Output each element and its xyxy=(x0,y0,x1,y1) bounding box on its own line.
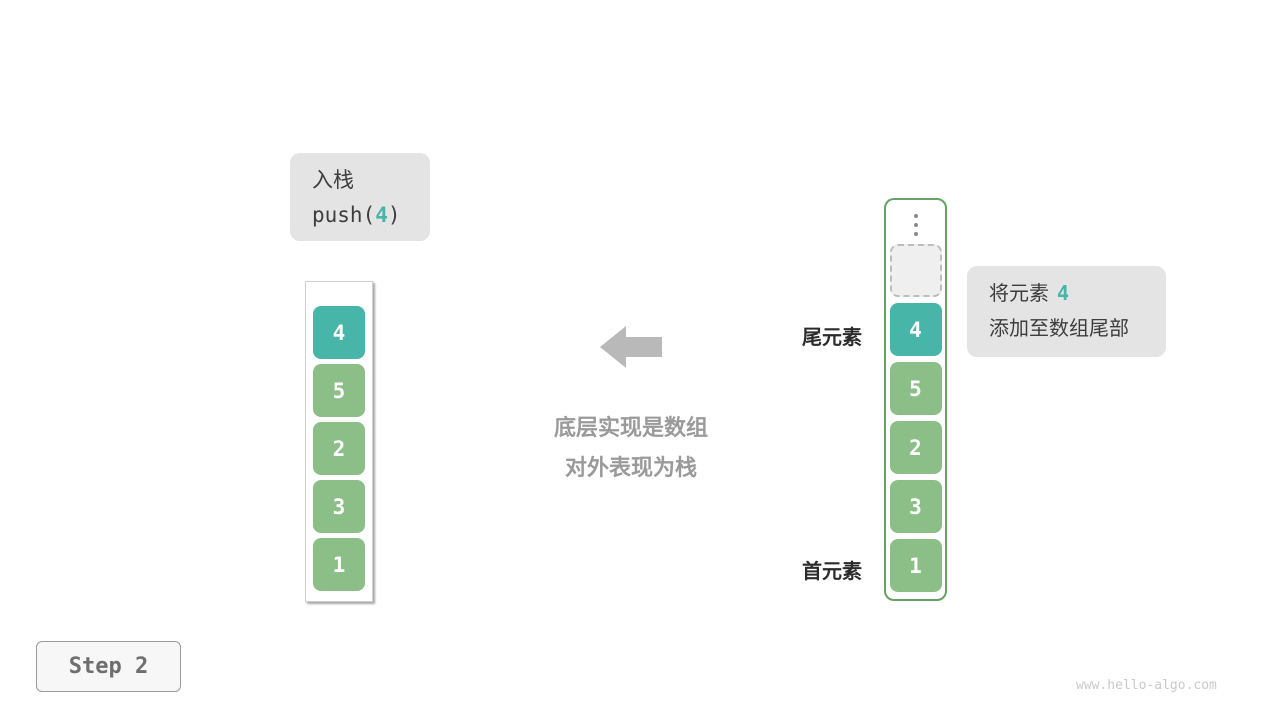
ellipsis-dot xyxy=(913,232,918,236)
push-code-suffix: ) xyxy=(387,203,401,227)
note-line1-prefix: 将元素 xyxy=(989,281,1049,305)
head-element-label: 首元素 xyxy=(802,559,862,583)
empty-array-slot xyxy=(889,244,942,297)
push-title-text: 入栈 xyxy=(312,168,354,192)
push-code-prefix: push( xyxy=(312,203,376,227)
watermark-url: www.hello-algo.com xyxy=(1076,678,1217,693)
tail-element-label: 尾元素 xyxy=(802,325,862,349)
push-operation-bubble: 入栈 push(4) xyxy=(290,153,430,241)
step-label: Step 2 xyxy=(68,654,149,679)
ellipsis-dot xyxy=(913,223,918,227)
caption-line-2: 对外表现为栈 xyxy=(564,456,697,481)
array-cell: 5 xyxy=(889,362,942,415)
array-view-container: 4 5 2 3 1 xyxy=(884,198,947,601)
stack-view-container: 4 5 2 3 1 xyxy=(305,281,373,602)
step-indicator: Step 2 xyxy=(36,641,181,692)
center-caption: 底层实现是数组 对外表现为栈 xyxy=(470,409,792,489)
push-operation-code: push(4) xyxy=(312,198,410,233)
arrow-left-icon xyxy=(600,324,662,370)
push-operation-title: 入栈 xyxy=(312,163,410,198)
vertical-ellipsis-icon xyxy=(913,212,918,238)
ellipsis-dot xyxy=(913,214,918,218)
array-cell: 4 xyxy=(889,303,942,356)
stack-cell: 3 xyxy=(313,480,365,533)
array-cell: 3 xyxy=(889,480,942,533)
stack-cell: 1 xyxy=(313,538,365,591)
array-cell: 1 xyxy=(889,539,942,592)
caption-line-1: 底层实现是数组 xyxy=(553,416,708,441)
note-line1-value: 4 xyxy=(1057,281,1070,305)
note-line-1: 将元素 4 xyxy=(989,276,1146,311)
note-bubble: 将元素 4 添加至数组尾部 xyxy=(967,266,1166,357)
stack-cell: 5 xyxy=(313,364,365,417)
stack-cell: 2 xyxy=(313,422,365,475)
stack-cell: 4 xyxy=(313,306,365,359)
push-code-value: 4 xyxy=(375,203,388,227)
array-cell: 2 xyxy=(889,421,942,474)
note-line-2: 添加至数组尾部 xyxy=(989,316,1129,340)
